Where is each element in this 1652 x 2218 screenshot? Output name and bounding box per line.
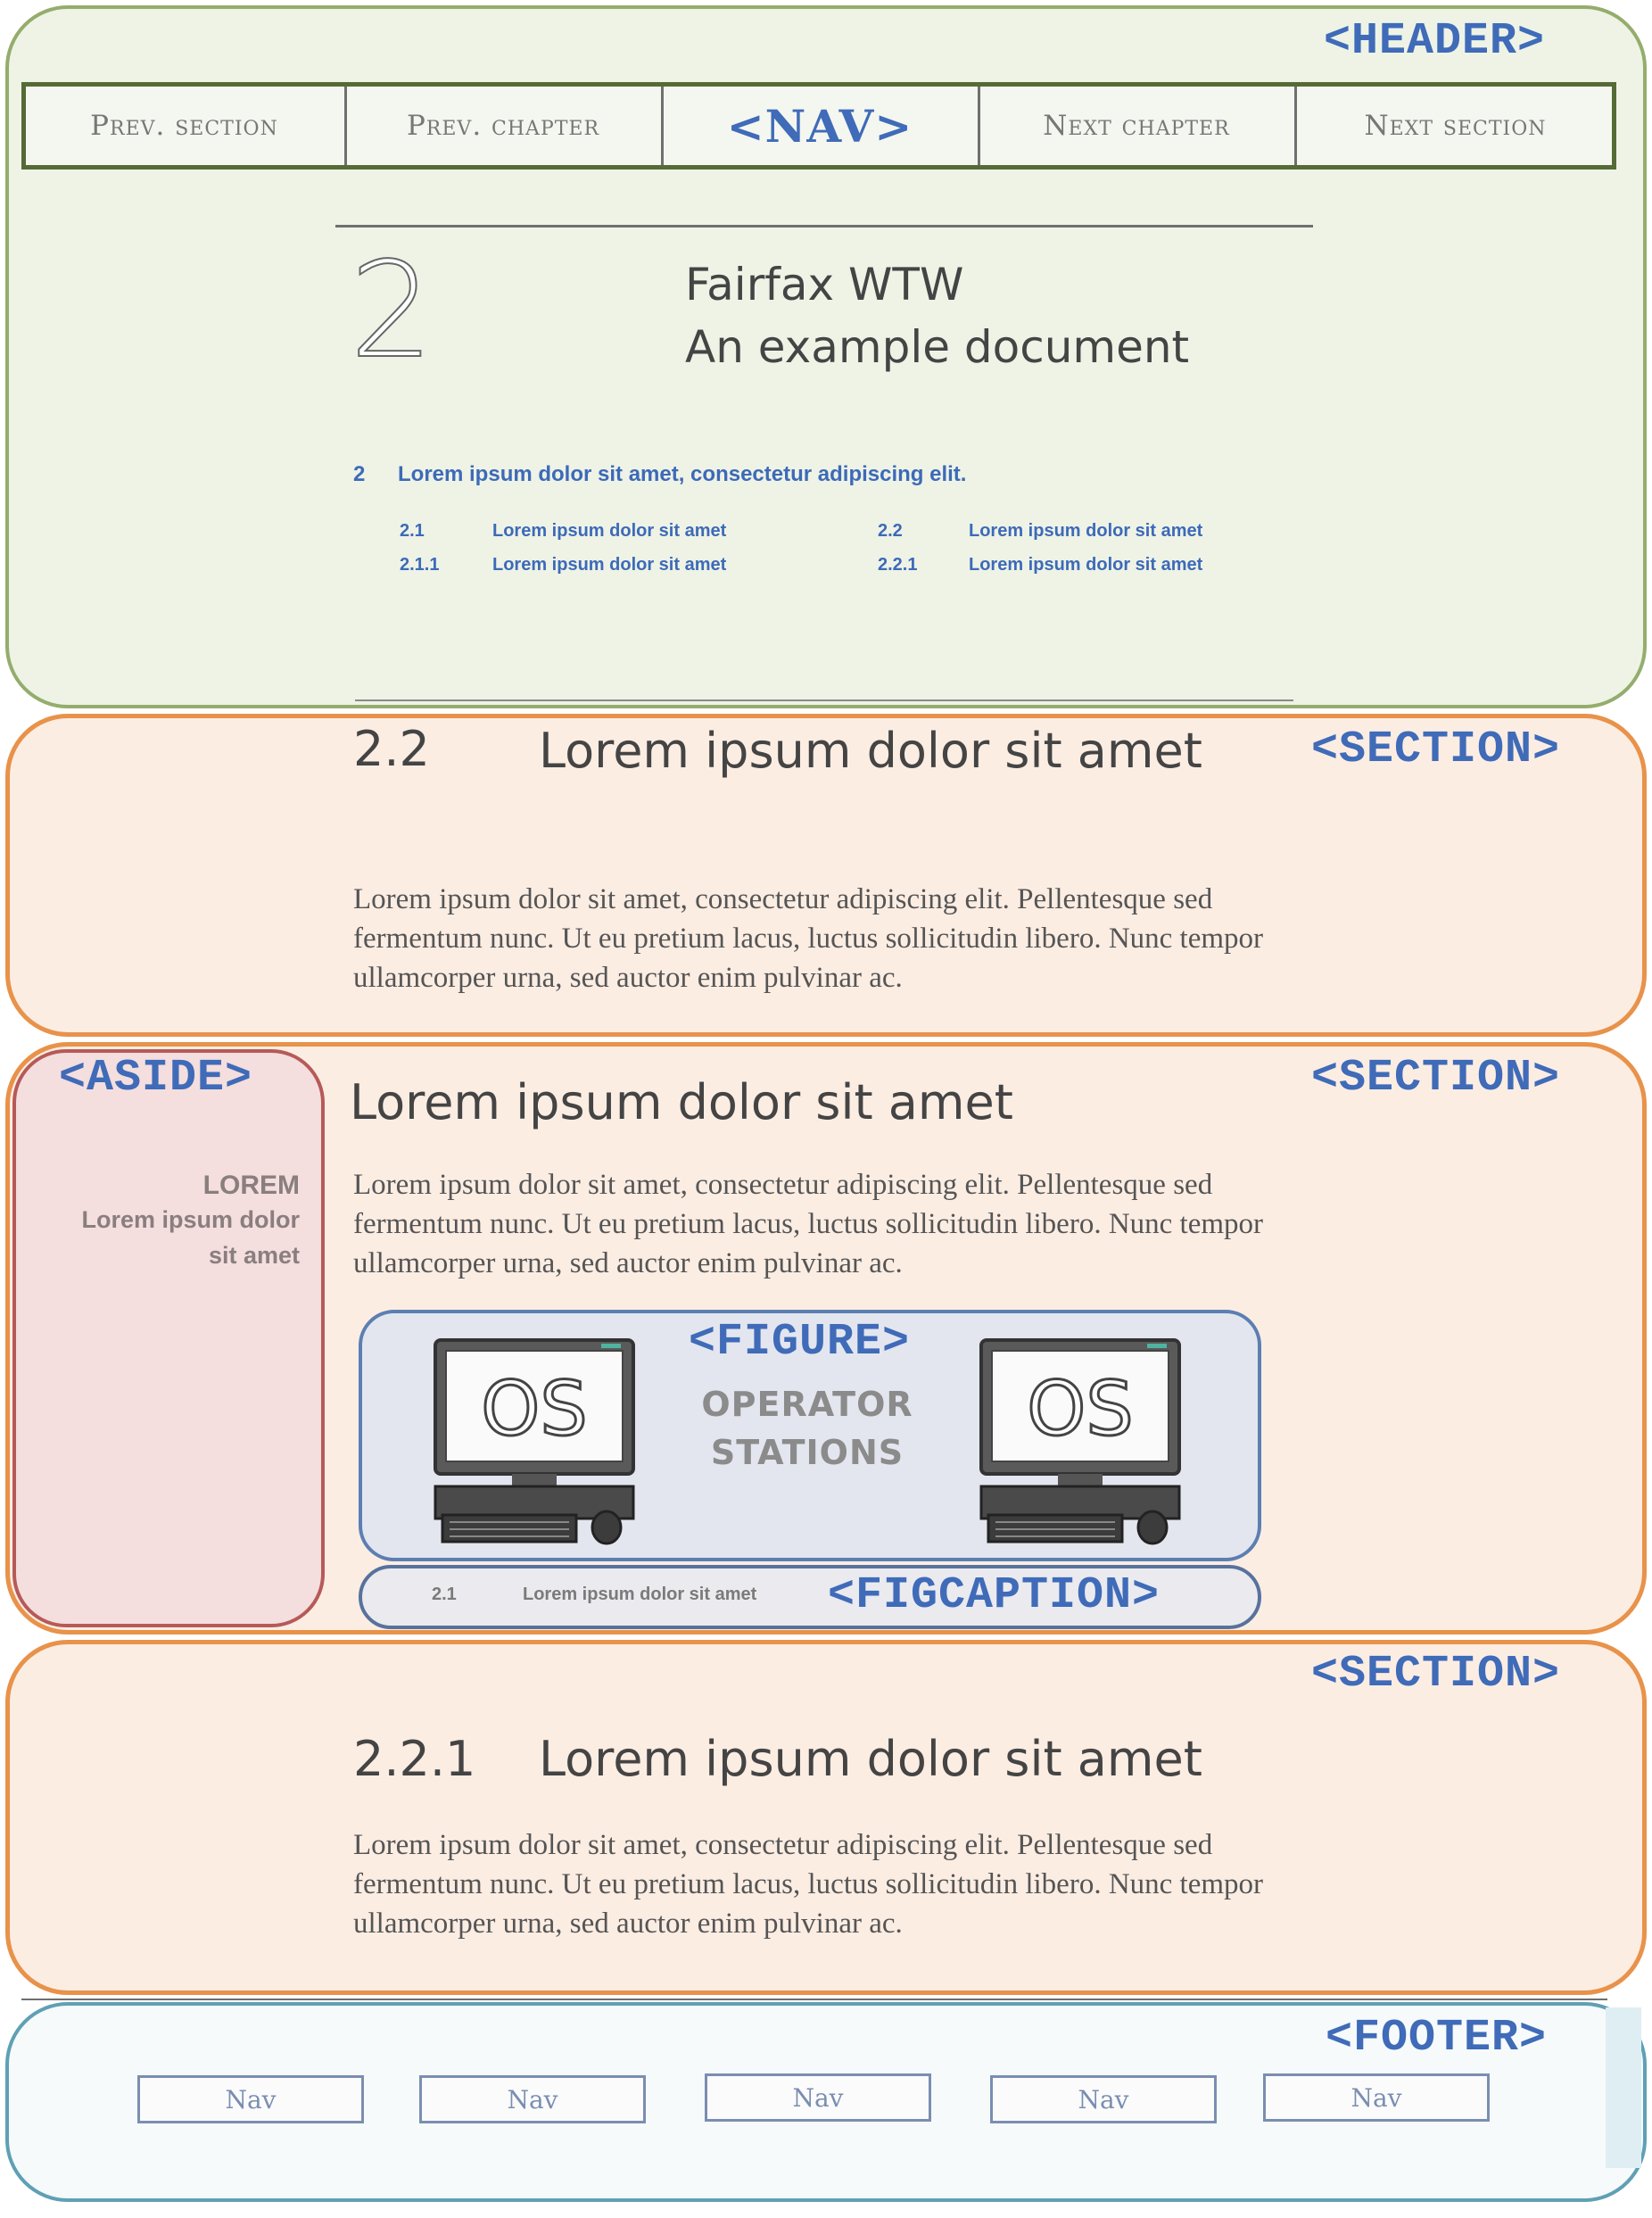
next-section-link[interactable]: Next section — [1364, 110, 1547, 142]
section-heading: Lorem ipsum dolor sit amet — [539, 723, 1202, 779]
screen-text: OS — [481, 1365, 587, 1452]
section-body: Lorem ipsum dolor sit amet, consectetur … — [353, 1829, 1264, 1940]
figcaption-text: Lorem ipsum dolor sit amet — [523, 1585, 757, 1604]
figure-label: STATIONS — [710, 1433, 904, 1472]
footer-nav-link[interactable]: Nav — [1263, 2073, 1490, 2122]
figcaption-region — [359, 1565, 1261, 1629]
toc-entry-number[interactable]: 2.1.1 — [400, 555, 440, 575]
section-region — [5, 714, 1647, 1037]
aside-region — [12, 1049, 325, 1627]
section-tag: <SECTION> — [1311, 724, 1561, 775]
operator-station-icon: OS — [434, 1338, 635, 1545]
chapter-number: 2 — [349, 233, 434, 388]
nav-divider — [1294, 87, 1297, 165]
screen-text: OS — [1027, 1365, 1133, 1452]
prev-section-link[interactable]: Prev. section — [90, 110, 278, 142]
figure-tag: <FIGURE> — [689, 1317, 911, 1368]
next-chapter-link[interactable]: Next chapter — [1043, 110, 1230, 142]
section-number: 2.2.1 — [353, 1731, 476, 1787]
footer-nav-link[interactable]: Nav — [419, 2075, 646, 2123]
section-body: Lorem ipsum dolor sit amet, consectetur … — [353, 883, 1264, 994]
footer-tag: <FOOTER> — [1326, 2013, 1548, 2064]
document-title: Fairfax WTW — [685, 259, 964, 310]
toc-main-number[interactable]: 2 — [353, 462, 366, 486]
footer-nav-link[interactable]: Nav — [705, 2073, 931, 2122]
section-heading: Lorem ipsum dolor sit amet — [350, 1074, 1013, 1130]
figure-label: OPERATOR — [701, 1385, 913, 1424]
nav-tag: <NAV> — [726, 99, 913, 153]
section-region — [5, 1640, 1647, 1995]
prev-chapter-link[interactable]: Prev. chapter — [406, 110, 600, 142]
nav-divider — [344, 87, 347, 165]
aside-tag: <ASIDE> — [59, 1053, 253, 1104]
nav-divider — [978, 87, 980, 165]
aside-line: Lorem ipsum dolor — [81, 1206, 300, 1233]
footer-edge — [1606, 2007, 1641, 2168]
nav-bar: Prev. section Prev. chapter <NAV> Next c… — [21, 82, 1616, 170]
header-tag: <HEADER> — [1324, 16, 1546, 67]
nav-divider — [661, 87, 664, 165]
footer-top-rule — [21, 1999, 1607, 2000]
toc-entry-number[interactable]: 2.1 — [400, 521, 425, 541]
footer-nav-link[interactable]: Nav — [137, 2075, 364, 2123]
toc-main-link[interactable]: Lorem ipsum dolor sit amet, consectetur … — [398, 462, 967, 486]
toc-entry-number[interactable]: 2.2.1 — [878, 555, 918, 575]
aside-title: LOREM — [202, 1171, 300, 1200]
figcaption-number: 2.1 — [432, 1585, 457, 1604]
footer-nav-link[interactable]: Nav — [990, 2075, 1217, 2123]
section-number: 2.2 — [353, 721, 430, 777]
section-body: Lorem ipsum dolor sit amet, consectetur … — [353, 1169, 1264, 1279]
section-tag: <SECTION> — [1311, 1053, 1561, 1104]
toc-entry-link[interactable]: Lorem ipsum dolor sit amet — [492, 521, 727, 541]
title-rule — [335, 225, 1313, 228]
toc-entry-link[interactable]: Lorem ipsum dolor sit amet — [969, 555, 1203, 575]
header-bottom-rule — [355, 699, 1293, 701]
toc-entry-link[interactable]: Lorem ipsum dolor sit amet — [492, 555, 727, 575]
toc-entry-number[interactable]: 2.2 — [878, 521, 903, 541]
document-subtitle: An example document — [685, 321, 1190, 373]
aside-line: sit amet — [208, 1242, 300, 1269]
toc-entry-link[interactable]: Lorem ipsum dolor sit amet — [969, 521, 1203, 541]
figcaption-tag: <FIGCAPTION> — [828, 1570, 1161, 1621]
section-heading: Lorem ipsum dolor sit amet — [539, 1731, 1202, 1787]
operator-station-icon: OS — [979, 1338, 1181, 1545]
section-tag: <SECTION> — [1311, 1649, 1561, 1700]
